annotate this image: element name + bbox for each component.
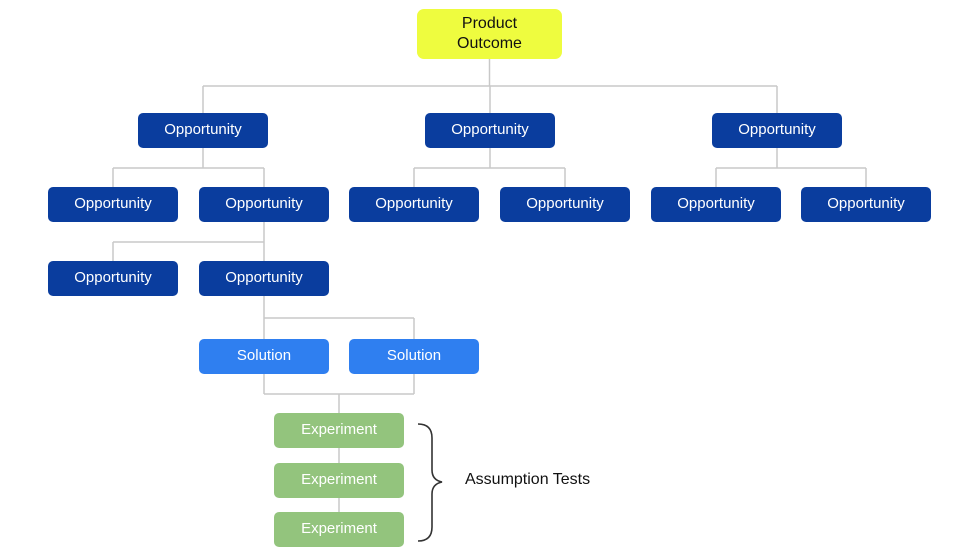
opportunity-node[interactable]: Opportunity [48,261,178,296]
opportunity-node[interactable]: Opportunity [801,187,931,222]
opportunity-node[interactable]: Opportunity [712,113,842,148]
solution-node[interactable]: Solution [199,339,329,374]
experiment-node[interactable]: Experiment [274,463,404,498]
experiment-node[interactable]: Experiment [274,413,404,448]
opportunity-node[interactable]: Opportunity [199,187,329,222]
opportunity-node[interactable]: Opportunity [199,261,329,296]
product-outcome-node[interactable]: Product Outcome [417,9,562,59]
opportunity-node[interactable]: Opportunity [500,187,630,222]
opportunity-node[interactable]: Opportunity [425,113,555,148]
opportunity-node[interactable]: Opportunity [138,113,268,148]
experiment-node[interactable]: Experiment [274,512,404,547]
solution-node[interactable]: Solution [349,339,479,374]
assumption-tests-brace [417,423,443,542]
assumption-tests-label: Assumption Tests [465,471,591,488]
opportunity-node[interactable]: Opportunity [349,187,479,222]
opportunity-node[interactable]: Opportunity [651,187,781,222]
opportunity-node[interactable]: Opportunity [48,187,178,222]
